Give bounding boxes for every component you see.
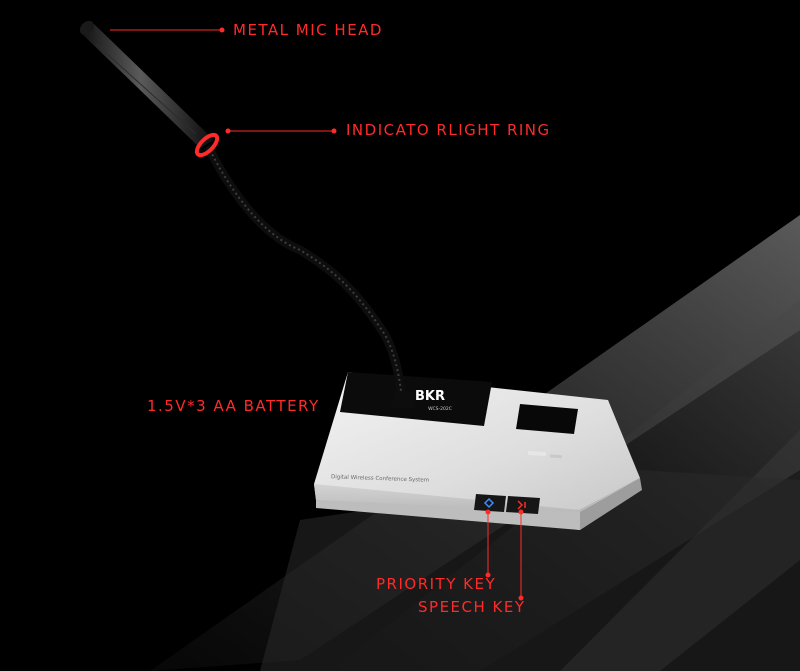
display-window: [516, 404, 578, 434]
priority-key-icon: [483, 497, 495, 509]
model-label: WCS-202C: [428, 406, 452, 412]
gooseneck: [205, 145, 407, 405]
label-speech-key: SPEECH KEY: [418, 598, 526, 616]
callout-light-ring: [225, 128, 337, 134]
brand-logo: BKR: [415, 389, 445, 404]
base-caption: Digital Wireless Conference System: [331, 474, 429, 483]
label-metal-mic-head: METAL MIC HEAD: [233, 21, 383, 39]
floor-shadow: [260, 470, 800, 671]
mic-head: [80, 24, 214, 148]
label-indicator-light-ring: INDICATO RLIGHT RING: [346, 121, 551, 139]
indicator-light-ring: [194, 132, 220, 158]
mic-collar: [390, 392, 416, 408]
speech-key-icon: [517, 500, 526, 510]
callout-priority-key: [485, 509, 491, 578]
mic-tip: [79, 20, 95, 36]
logo-plate: [340, 372, 492, 426]
callout-mic-head: [110, 27, 225, 33]
callout-speech-key: [518, 509, 524, 601]
priority-key[interactable]: [474, 494, 506, 512]
microphone: [79, 20, 416, 408]
label-priority-key: PRIORITY KEY: [376, 575, 497, 593]
label-battery: 1.5V*3 AA BATTERY: [147, 397, 320, 415]
